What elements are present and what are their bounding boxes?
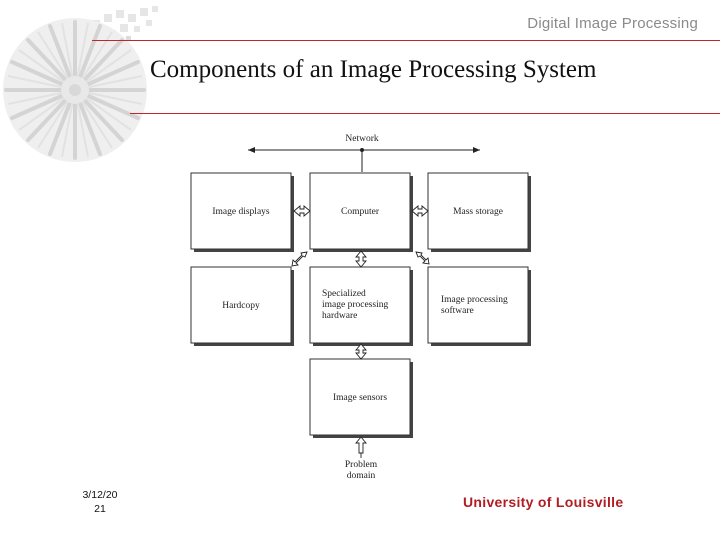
- slide-title: Components of an Image Processing System: [150, 56, 597, 83]
- mass-storage-label: Mass storage: [453, 207, 503, 217]
- arrow-computer-hardware: [355, 250, 367, 268]
- problem-domain-line2: domain: [347, 471, 376, 481]
- box-computer: Computer: [309, 172, 413, 252]
- arrow-computer-software: [415, 251, 430, 265]
- box-specialized-hardware: Specialized image processing hardware: [309, 266, 413, 346]
- image-sensors-label: Image sensors: [333, 393, 387, 403]
- specialized-hw-label-line2: image processing: [322, 300, 388, 310]
- arrow-domain-sensors: [355, 436, 367, 454]
- footer-page-number: 21: [94, 503, 106, 515]
- course-title: Digital Image Processing: [527, 15, 698, 32]
- software-label-line1: Image processing: [441, 295, 508, 305]
- university-seal-logo: [3, 6, 158, 162]
- header-divider: [92, 40, 720, 41]
- arrow-computer-hardcopy: [291, 251, 308, 267]
- specialized-hw-label-line1: Specialized: [322, 289, 366, 299]
- problem-domain-line1: Problem: [345, 460, 378, 470]
- hardcopy-label: Hardcopy: [222, 301, 260, 311]
- box-image-displays: Image displays: [190, 172, 294, 252]
- title-divider: [130, 113, 720, 114]
- image-displays-label: Image displays: [212, 207, 270, 217]
- box-image-sensors: Image sensors: [309, 358, 413, 438]
- footer-date: 3/12/20 21: [80, 488, 120, 516]
- footer-university: University of Louisville: [463, 494, 624, 510]
- specialized-hw-label-line3: hardware: [322, 311, 357, 321]
- computer-label: Computer: [341, 207, 380, 217]
- box-software: Image processing software: [427, 266, 531, 346]
- box-hardcopy: Hardcopy: [190, 266, 294, 346]
- arrow-hardware-sensors: [355, 343, 367, 360]
- arrow-displays-computer: [293, 205, 311, 217]
- arrow-computer-storage: [411, 205, 429, 217]
- footer-date-text: 3/12/20: [82, 489, 118, 501]
- network-label: Network: [345, 134, 378, 144]
- software-label-line2: software: [441, 305, 474, 316]
- system-components-diagram: Network Image displays Computer Mass sto…: [190, 134, 531, 481]
- network-line: [248, 147, 480, 172]
- box-mass-storage: Mass storage: [427, 172, 531, 252]
